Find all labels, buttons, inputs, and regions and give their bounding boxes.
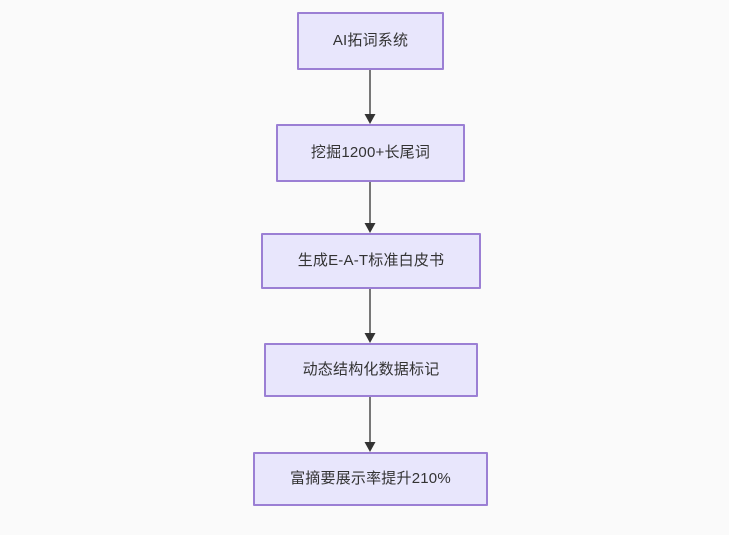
flow-node-label: 挖掘1200+长尾词	[310, 144, 431, 161]
flow-node-node2[interactable]: 挖掘1200+长尾词	[276, 124, 465, 182]
flow-edge-2	[362, 182, 378, 233]
edge-arrowhead	[364, 223, 376, 233]
flow-node-node1[interactable]: AI拓词系统	[297, 12, 444, 70]
edge-arrowhead	[364, 333, 376, 343]
flow-node-label: 动态结构化数据标记	[302, 361, 440, 378]
flow-node-label: 生成E-A-T标准白皮书	[297, 252, 445, 269]
edge-arrowhead	[364, 442, 376, 452]
flow-edge-4	[362, 397, 378, 452]
flow-edge-1	[362, 70, 378, 124]
flow-node-node5[interactable]: 富摘要展示率提升210%	[253, 452, 488, 506]
flow-node-label: 富摘要展示率提升210%	[290, 470, 451, 487]
flow-node-label: AI拓词系统	[332, 32, 409, 49]
flow-edge-3	[362, 289, 378, 343]
edge-arrowhead	[364, 114, 376, 124]
flow-node-node3[interactable]: 生成E-A-T标准白皮书	[261, 233, 481, 289]
flow-node-node4[interactable]: 动态结构化数据标记	[264, 343, 478, 397]
